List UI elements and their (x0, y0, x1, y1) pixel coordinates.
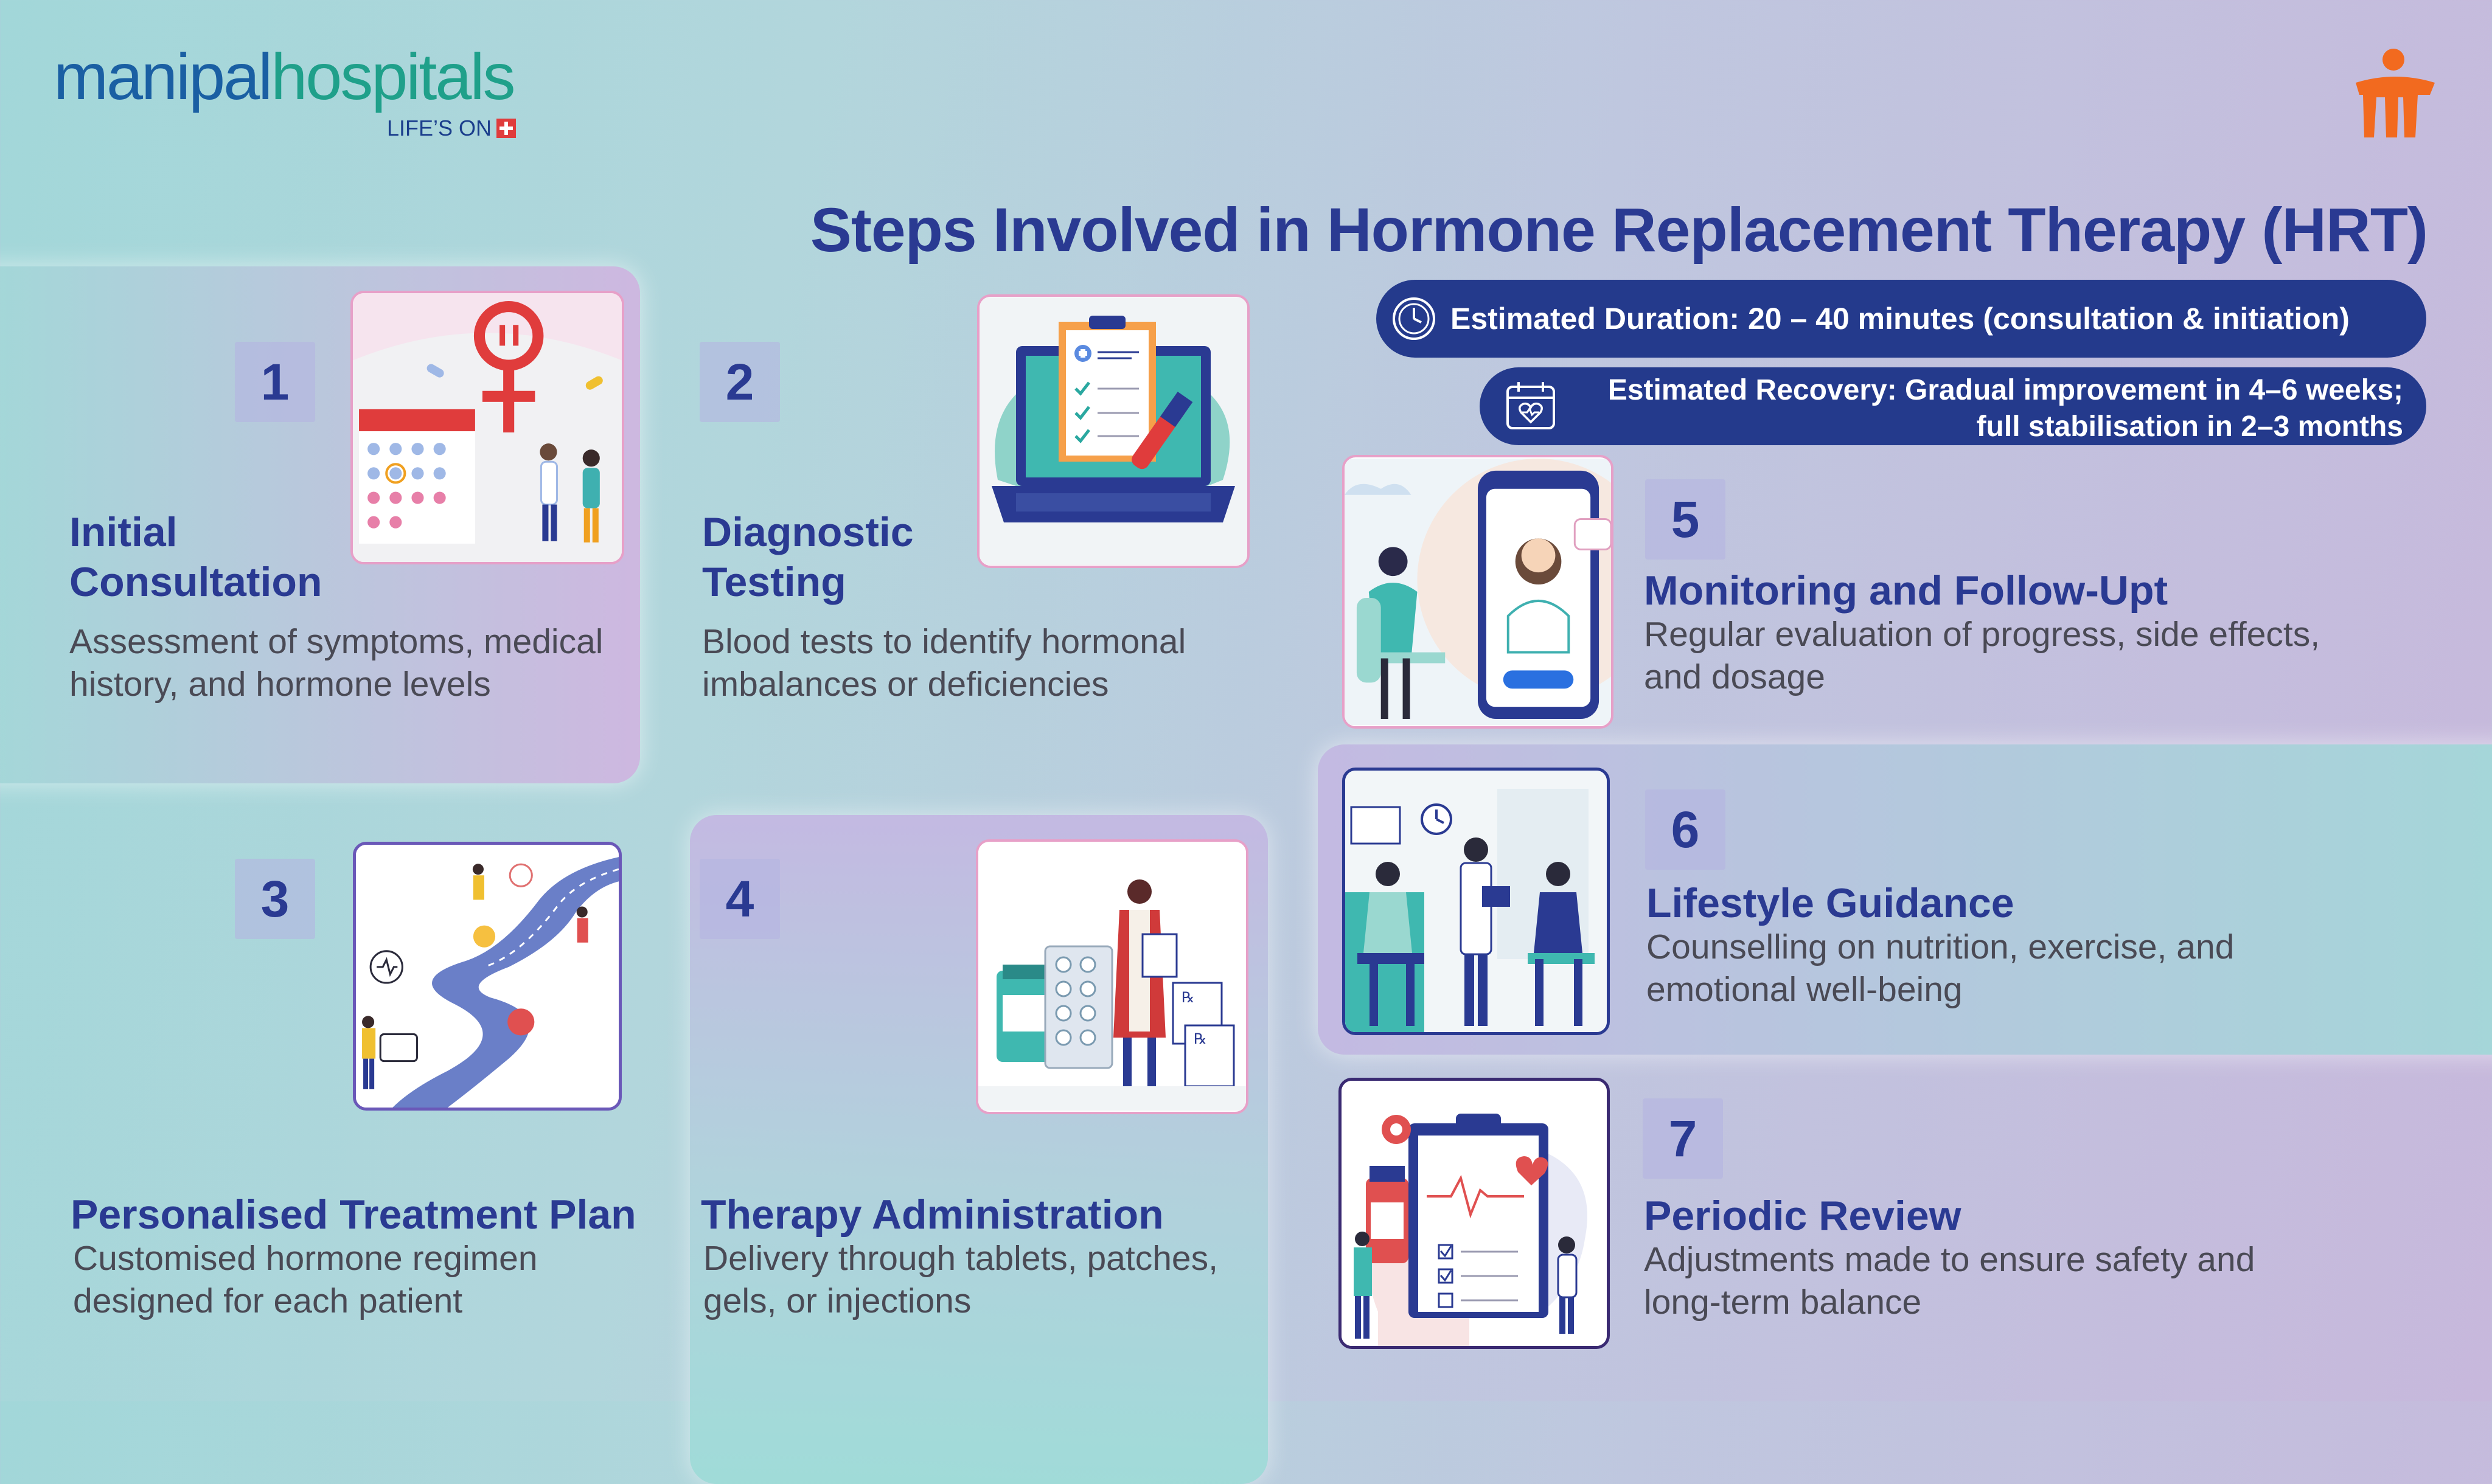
periodic-review-illustration (1338, 1078, 1610, 1349)
recovery-pill: Estimated Recovery: Gradual improvement … (1480, 367, 2426, 445)
step6-title: Lifestyle Guidance (1646, 880, 2014, 926)
step4-desc-line2: gels, or injections (703, 1281, 972, 1320)
svg-text:℞: ℞ (1194, 1032, 1207, 1047)
step-number: 2 (700, 342, 780, 422)
step3-description: Customised hormone regimen designed for … (73, 1237, 538, 1322)
consultation-illustration (350, 291, 624, 564)
step3-desc-line1: Customised hormone regimen (73, 1239, 538, 1278)
step1-title: Initial Consultation (69, 507, 322, 607)
brand-tagline: LIFE’S ON (387, 116, 516, 141)
step1-title-line2: Consultation (69, 559, 322, 605)
step4-description: Delivery through tablets, patches, gels,… (703, 1237, 1218, 1322)
step-number: 6 (1645, 789, 1725, 870)
tagline-text: LIFE’S ON (386, 116, 492, 140)
step7-description: Adjustments made to ensure safety and lo… (1644, 1238, 2255, 1323)
clock-icon (1393, 297, 1435, 340)
step-number: 1 (235, 342, 315, 422)
brand-name-part1: manipal (54, 40, 273, 113)
step5-desc-line1: Regular evaluation of progress, side eff… (1644, 615, 2320, 654)
step2-desc-line2: imbalances or deficiencies (702, 665, 1109, 704)
recovery-text-line1: Estimated Recovery: Gradual improvement … (1607, 374, 2403, 406)
step5-description: Regular evaluation of progress, side eff… (1644, 613, 2320, 698)
step2-title: Diagnostic Testing (702, 507, 914, 607)
duration-text: Estimated Duration: 20 – 40 minutes (con… (1450, 302, 2350, 336)
step6-desc-line2: emotional well-being (1646, 970, 1963, 1009)
calendar-heart-icon (1506, 382, 1555, 429)
step-number: 7 (1643, 1098, 1723, 1179)
step2-title-line2: Testing (702, 559, 846, 605)
step6-desc-line1: Counselling on nutrition, exercise, and (1646, 928, 2235, 966)
step3-title: Personalised Treatment Plan (71, 1191, 636, 1238)
therapy-administration-illustration: ℞ ℞ (976, 839, 1248, 1114)
red-cross-icon (496, 119, 516, 138)
step2-title-line1: Diagnostic (702, 509, 914, 555)
step7-desc-line2: long-term balance (1644, 1283, 1922, 1322)
step-number: 3 (235, 859, 315, 939)
step4-desc-line1: Delivery through tablets, patches, (703, 1239, 1218, 1278)
step5-title: Monitoring and Follow-Upt (1644, 567, 2168, 614)
step7-desc-line1: Adjustments made to ensure safety and (1644, 1240, 2255, 1279)
step4-title: Therapy Administration (701, 1191, 1164, 1238)
monitoring-illustration (1342, 455, 1613, 729)
step1-desc-line2: history, and hormone levels (69, 665, 491, 704)
step1-description: Assessment of symptoms, medical history,… (69, 620, 603, 706)
manipal-mark-icon (2350, 46, 2441, 144)
step1-title-line1: Initial (69, 509, 178, 555)
diagnostic-illustration (977, 294, 1250, 568)
step7-title: Periodic Review (1644, 1193, 1961, 1239)
step5-desc-line2: and dosage (1644, 657, 1825, 696)
treatment-plan-illustration (353, 842, 622, 1111)
step3-desc-line2: designed for each patient (73, 1281, 463, 1320)
step-number: 4 (700, 859, 780, 939)
brand-name-part2: hospitals (271, 40, 515, 113)
duration-pill: Estimated Duration: 20 – 40 minutes (con… (1376, 280, 2426, 358)
svg-text:℞: ℞ (1182, 990, 1195, 1006)
recovery-text-line2: full stabilisation in 2–3 months (1976, 411, 2403, 443)
page-title: Steps Involved in Hormone Replacement Th… (810, 195, 2428, 265)
step1-desc-line1: Assessment of symptoms, medical (69, 622, 604, 661)
lifestyle-illustration (1342, 768, 1610, 1035)
brand-logo: manipalhospitals LIFE’S ON (54, 44, 528, 147)
step2-description: Blood tests to identify hormonal imbalan… (702, 620, 1186, 706)
step-number: 5 (1645, 479, 1725, 560)
step2-desc-line1: Blood tests to identify hormonal (702, 622, 1186, 661)
step6-description: Counselling on nutrition, exercise, and … (1646, 926, 2234, 1011)
